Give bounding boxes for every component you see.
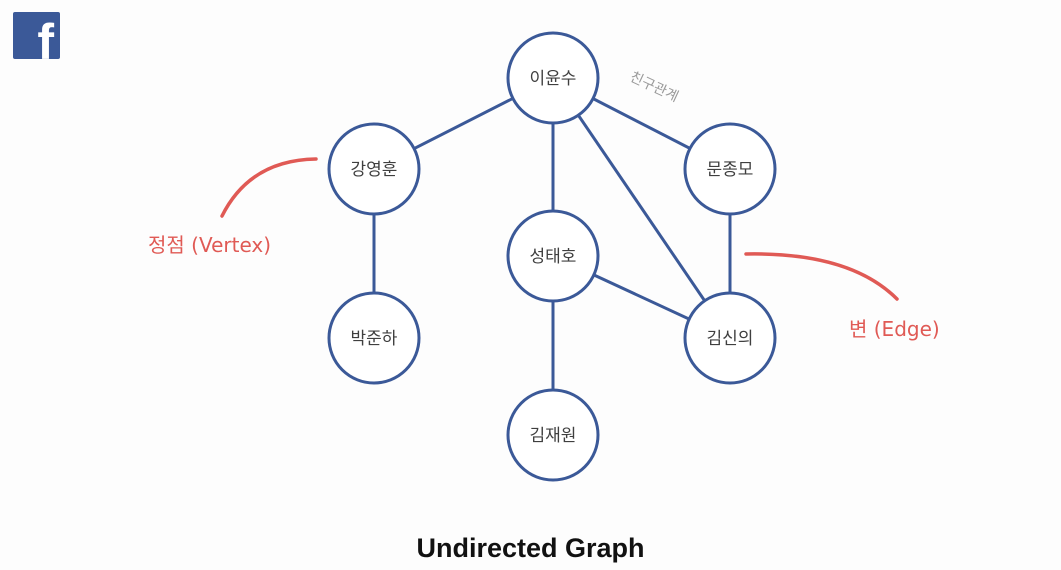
vertex-pointer-curve [220, 157, 318, 218]
node-n1: 이윤수 [506, 31, 600, 125]
edge-n1-n6 [551, 77, 732, 339]
node-n2: 강영훈 [327, 122, 421, 216]
node-n4: 성태호 [506, 209, 600, 303]
node-label: 성태호 [530, 247, 577, 267]
node-circle [683, 291, 777, 385]
vertex-annotation: 정점 (Vertex) [148, 233, 271, 257]
node-n3: 문종모 [683, 122, 777, 216]
diagram-title: Undirected Graph [416, 533, 645, 563]
edge-pointer-curve [744, 252, 899, 301]
facebook-logo-glyph: f [37, 14, 54, 59]
node-n7: 김재원 [506, 388, 600, 482]
node-circle [327, 122, 421, 216]
node-circle [683, 122, 777, 216]
node-circle [327, 291, 421, 385]
node-label: 김신의 [707, 329, 754, 349]
facebook-logo-icon: f [13, 12, 60, 59]
edge-annotation: 변 (Edge) [849, 317, 940, 341]
edge-label-friendship: 친구관계 [627, 69, 680, 105]
node-label: 김재원 [530, 426, 577, 446]
node-circle [506, 209, 600, 303]
node-circle [506, 31, 600, 125]
node-label: 문종모 [707, 160, 754, 180]
node-n5: 박준하 [327, 291, 421, 385]
node-label: 강영훈 [351, 160, 398, 180]
node-circle [506, 388, 600, 482]
node-label: 박준하 [351, 329, 398, 349]
node-label: 이윤수 [530, 69, 577, 89]
node-n6: 김신의 [683, 291, 777, 385]
